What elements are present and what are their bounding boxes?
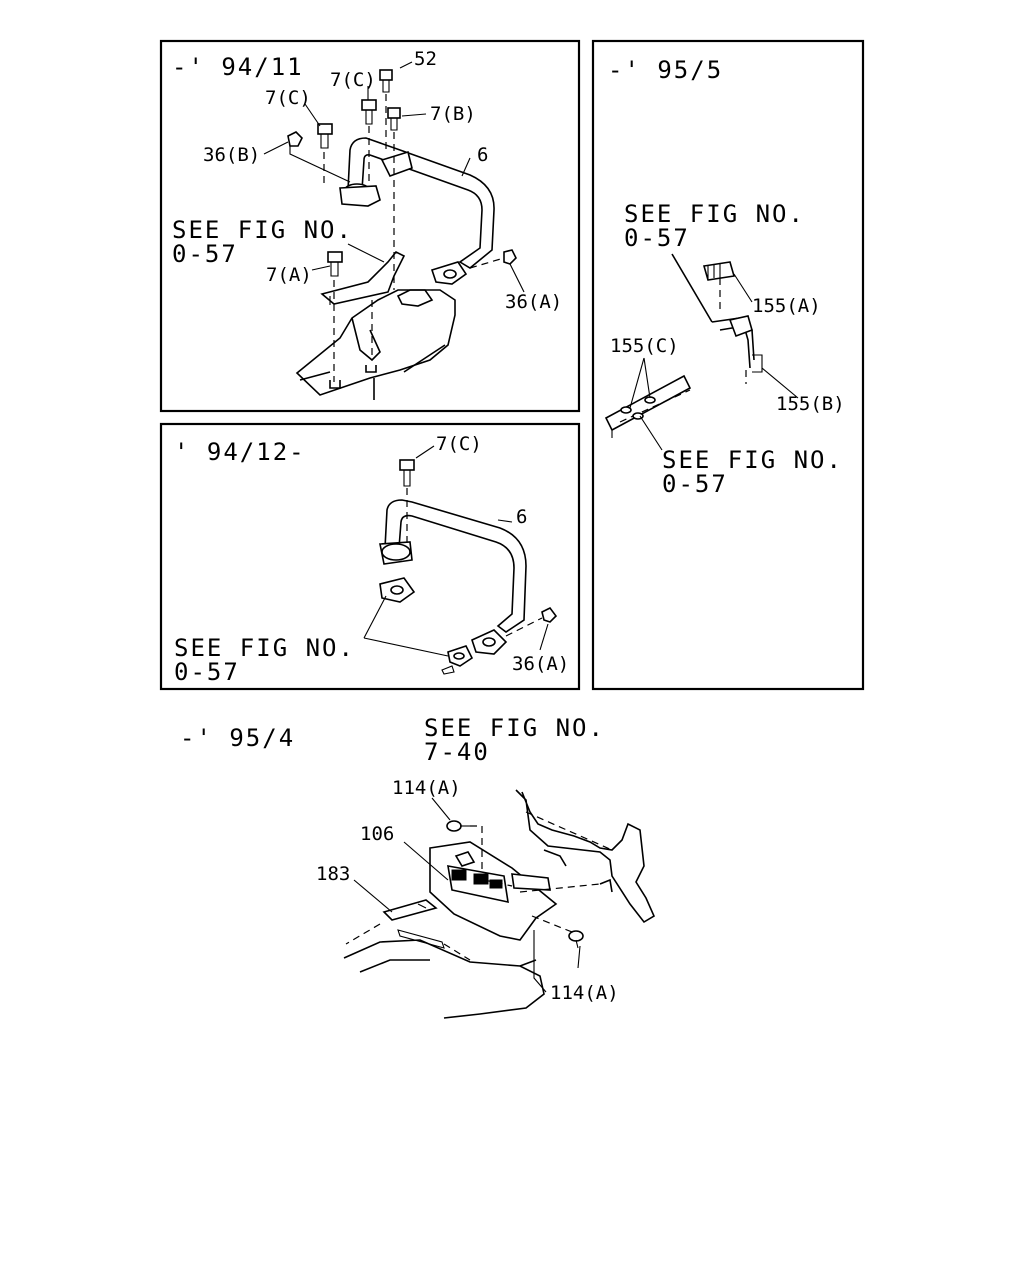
nut-36a bbox=[503, 249, 517, 265]
see-fig-label-upper: SEE FIG NO. bbox=[624, 200, 805, 228]
callout-7b: 7(B) bbox=[430, 103, 476, 125]
callout-155c: 155(C) bbox=[610, 335, 679, 357]
panel-date: -' 94/11 bbox=[172, 53, 304, 81]
pipe-6 bbox=[339, 137, 495, 285]
console-106 bbox=[429, 841, 558, 941]
bolt-7c-left bbox=[317, 123, 333, 149]
callout-7c: 7(C) bbox=[436, 433, 482, 455]
see-fig-label-lower: SEE FIG NO. bbox=[662, 446, 843, 474]
panel-frame bbox=[591, 39, 865, 691]
section-date: -' 95/4 bbox=[180, 724, 295, 752]
callout-155b: 155(B) bbox=[776, 393, 845, 415]
bolt-7b bbox=[387, 107, 401, 131]
panel-date: ' 94/12- bbox=[174, 438, 306, 466]
panel-right: -' 95/5 SEE FIG NO. 0-57 bbox=[591, 39, 865, 691]
see-fig-number-lower: 0-57 bbox=[662, 470, 728, 498]
screw-114a-top bbox=[446, 820, 470, 832]
nut-36a bbox=[541, 606, 558, 623]
section-bottom: -' 95/4 SEE FIG NO. 7-40 bbox=[180, 714, 656, 1019]
bracket bbox=[320, 250, 406, 305]
callout-36a: 36(A) bbox=[512, 653, 569, 675]
see-fig-number: 0-57 bbox=[172, 240, 238, 268]
see-fig-label: SEE FIG NO. bbox=[424, 714, 605, 742]
see-fig-label: SEE FIG NO. bbox=[174, 634, 355, 662]
vehicle-floor-illustration bbox=[343, 789, 656, 1019]
callout-36b: 36(B) bbox=[203, 144, 260, 166]
callout-114a-bottom: 114(A) bbox=[550, 982, 619, 1004]
callout-155a: 155(A) bbox=[752, 295, 821, 317]
panel-frame bbox=[159, 422, 581, 691]
see-fig-number: 7-40 bbox=[424, 738, 490, 766]
rail-155c bbox=[604, 374, 692, 438]
harness-illustration bbox=[671, 253, 763, 384]
bolt-7a bbox=[327, 251, 343, 277]
callout-6: 6 bbox=[516, 506, 527, 528]
engine-block-illustration bbox=[295, 289, 456, 400]
trim-183 bbox=[382, 899, 445, 949]
callout-7c: 7(C) bbox=[330, 69, 376, 91]
clip-155a bbox=[702, 261, 736, 281]
callout-36a: 36(A) bbox=[505, 291, 562, 313]
panel-middle-left: ' 94/12- bbox=[159, 422, 581, 691]
screw-114a-bottom bbox=[568, 930, 584, 949]
callout-7a: 7(A) bbox=[266, 264, 312, 286]
pipe-6 bbox=[379, 499, 527, 655]
callout-7c-left: 7(C) bbox=[265, 87, 311, 109]
callout-106: 106 bbox=[360, 823, 394, 845]
callout-114a-top: 114(A) bbox=[392, 777, 461, 799]
callout-52: 52 bbox=[414, 48, 437, 70]
nut-36b bbox=[287, 131, 303, 147]
panel-top-left: -' 94/11 bbox=[159, 39, 581, 413]
bolt-52 bbox=[379, 69, 393, 93]
see-fig-number-upper: 0-57 bbox=[624, 224, 690, 252]
callout-6: 6 bbox=[477, 144, 488, 166]
see-fig-number: 0-57 bbox=[174, 658, 240, 686]
see-fig-label: SEE FIG NO. bbox=[172, 216, 353, 244]
callout-183: 183 bbox=[316, 863, 350, 885]
panel-date: -' 95/5 bbox=[608, 56, 723, 84]
panel-frame bbox=[159, 39, 581, 413]
gasket bbox=[379, 577, 474, 675]
bolt-7c bbox=[399, 459, 415, 487]
bolt-7c bbox=[361, 99, 377, 125]
